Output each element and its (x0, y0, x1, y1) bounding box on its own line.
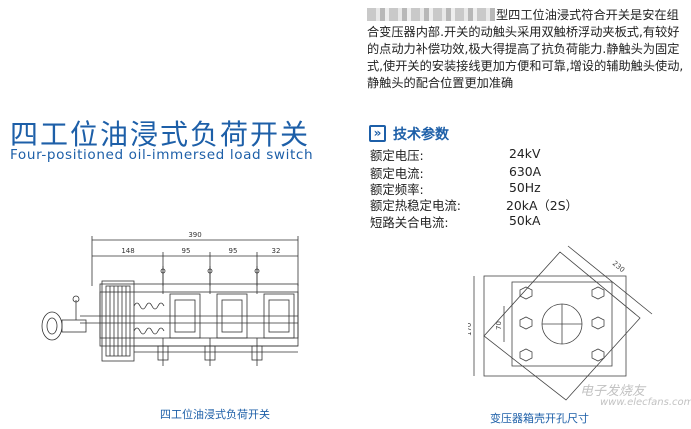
dim-outer-h: 170 (468, 323, 473, 336)
watermark-url: www.elecfans.com (600, 397, 691, 408)
spec-key: 短路关合电流: (370, 215, 449, 230)
spec-value: 20kA（2S） (506, 198, 578, 213)
dim-inner-h: 70 (495, 321, 503, 330)
tank-cutout-drawing: 230 170 70 (468, 245, 653, 401)
dim-label: 32 (272, 247, 281, 255)
dim-label: 95 (182, 247, 191, 255)
load-switch-drawing: 390 148 95 95 32 (41, 231, 299, 366)
specs-heading-label: 技术参数 (393, 127, 449, 143)
spec-key: 额定电压: (370, 148, 424, 163)
redacted-brand (367, 8, 495, 21)
spec-row: 短路关合电流: 50kA (370, 213, 630, 230)
product-title-cn: 四工位油浸式负荷开关 (10, 118, 311, 151)
dim-diag: 230 (611, 259, 626, 274)
spec-row: 额定频率: 50Hz (370, 180, 630, 197)
spec-row: 额定热稳定电流: 20kA（2S） (370, 196, 630, 213)
spec-key: 额定频率: (370, 182, 424, 197)
dim-label: 95 (229, 247, 238, 255)
left-drawing-caption: 四工位油浸式负荷开关 (160, 408, 270, 421)
watermark-text: 电子发烧友 (580, 384, 646, 399)
spec-value: 24kV (509, 146, 541, 161)
intro-paragraph: 型四工位油浸式符合开关是安在组合变压器内部.开关的动触头采用双触桥浮动夹板式,有… (367, 7, 685, 92)
intro-text: 型四工位油浸式符合开关是安在组合变压器内部.开关的动触头采用双触桥浮动夹板式,有… (367, 8, 684, 90)
spec-key: 额定热稳定电流: (370, 198, 461, 213)
spec-row: 额定电压: 24kV (370, 146, 630, 163)
product-title-en: Four-positioned oil-immersed load switch (10, 147, 314, 163)
spec-row: 额定电流: 630A (370, 164, 630, 181)
spec-value: 50kA (509, 213, 541, 228)
dim-overall: 390 (188, 231, 201, 239)
spec-value: 630A (509, 164, 542, 179)
double-chevron-icon: » (369, 125, 386, 142)
spec-key: 额定电流: (370, 166, 424, 181)
right-drawing-caption: 变压器箱壳开孔尺寸 (490, 412, 589, 425)
spec-value: 50Hz (509, 180, 541, 195)
dim-label: 148 (121, 247, 134, 255)
